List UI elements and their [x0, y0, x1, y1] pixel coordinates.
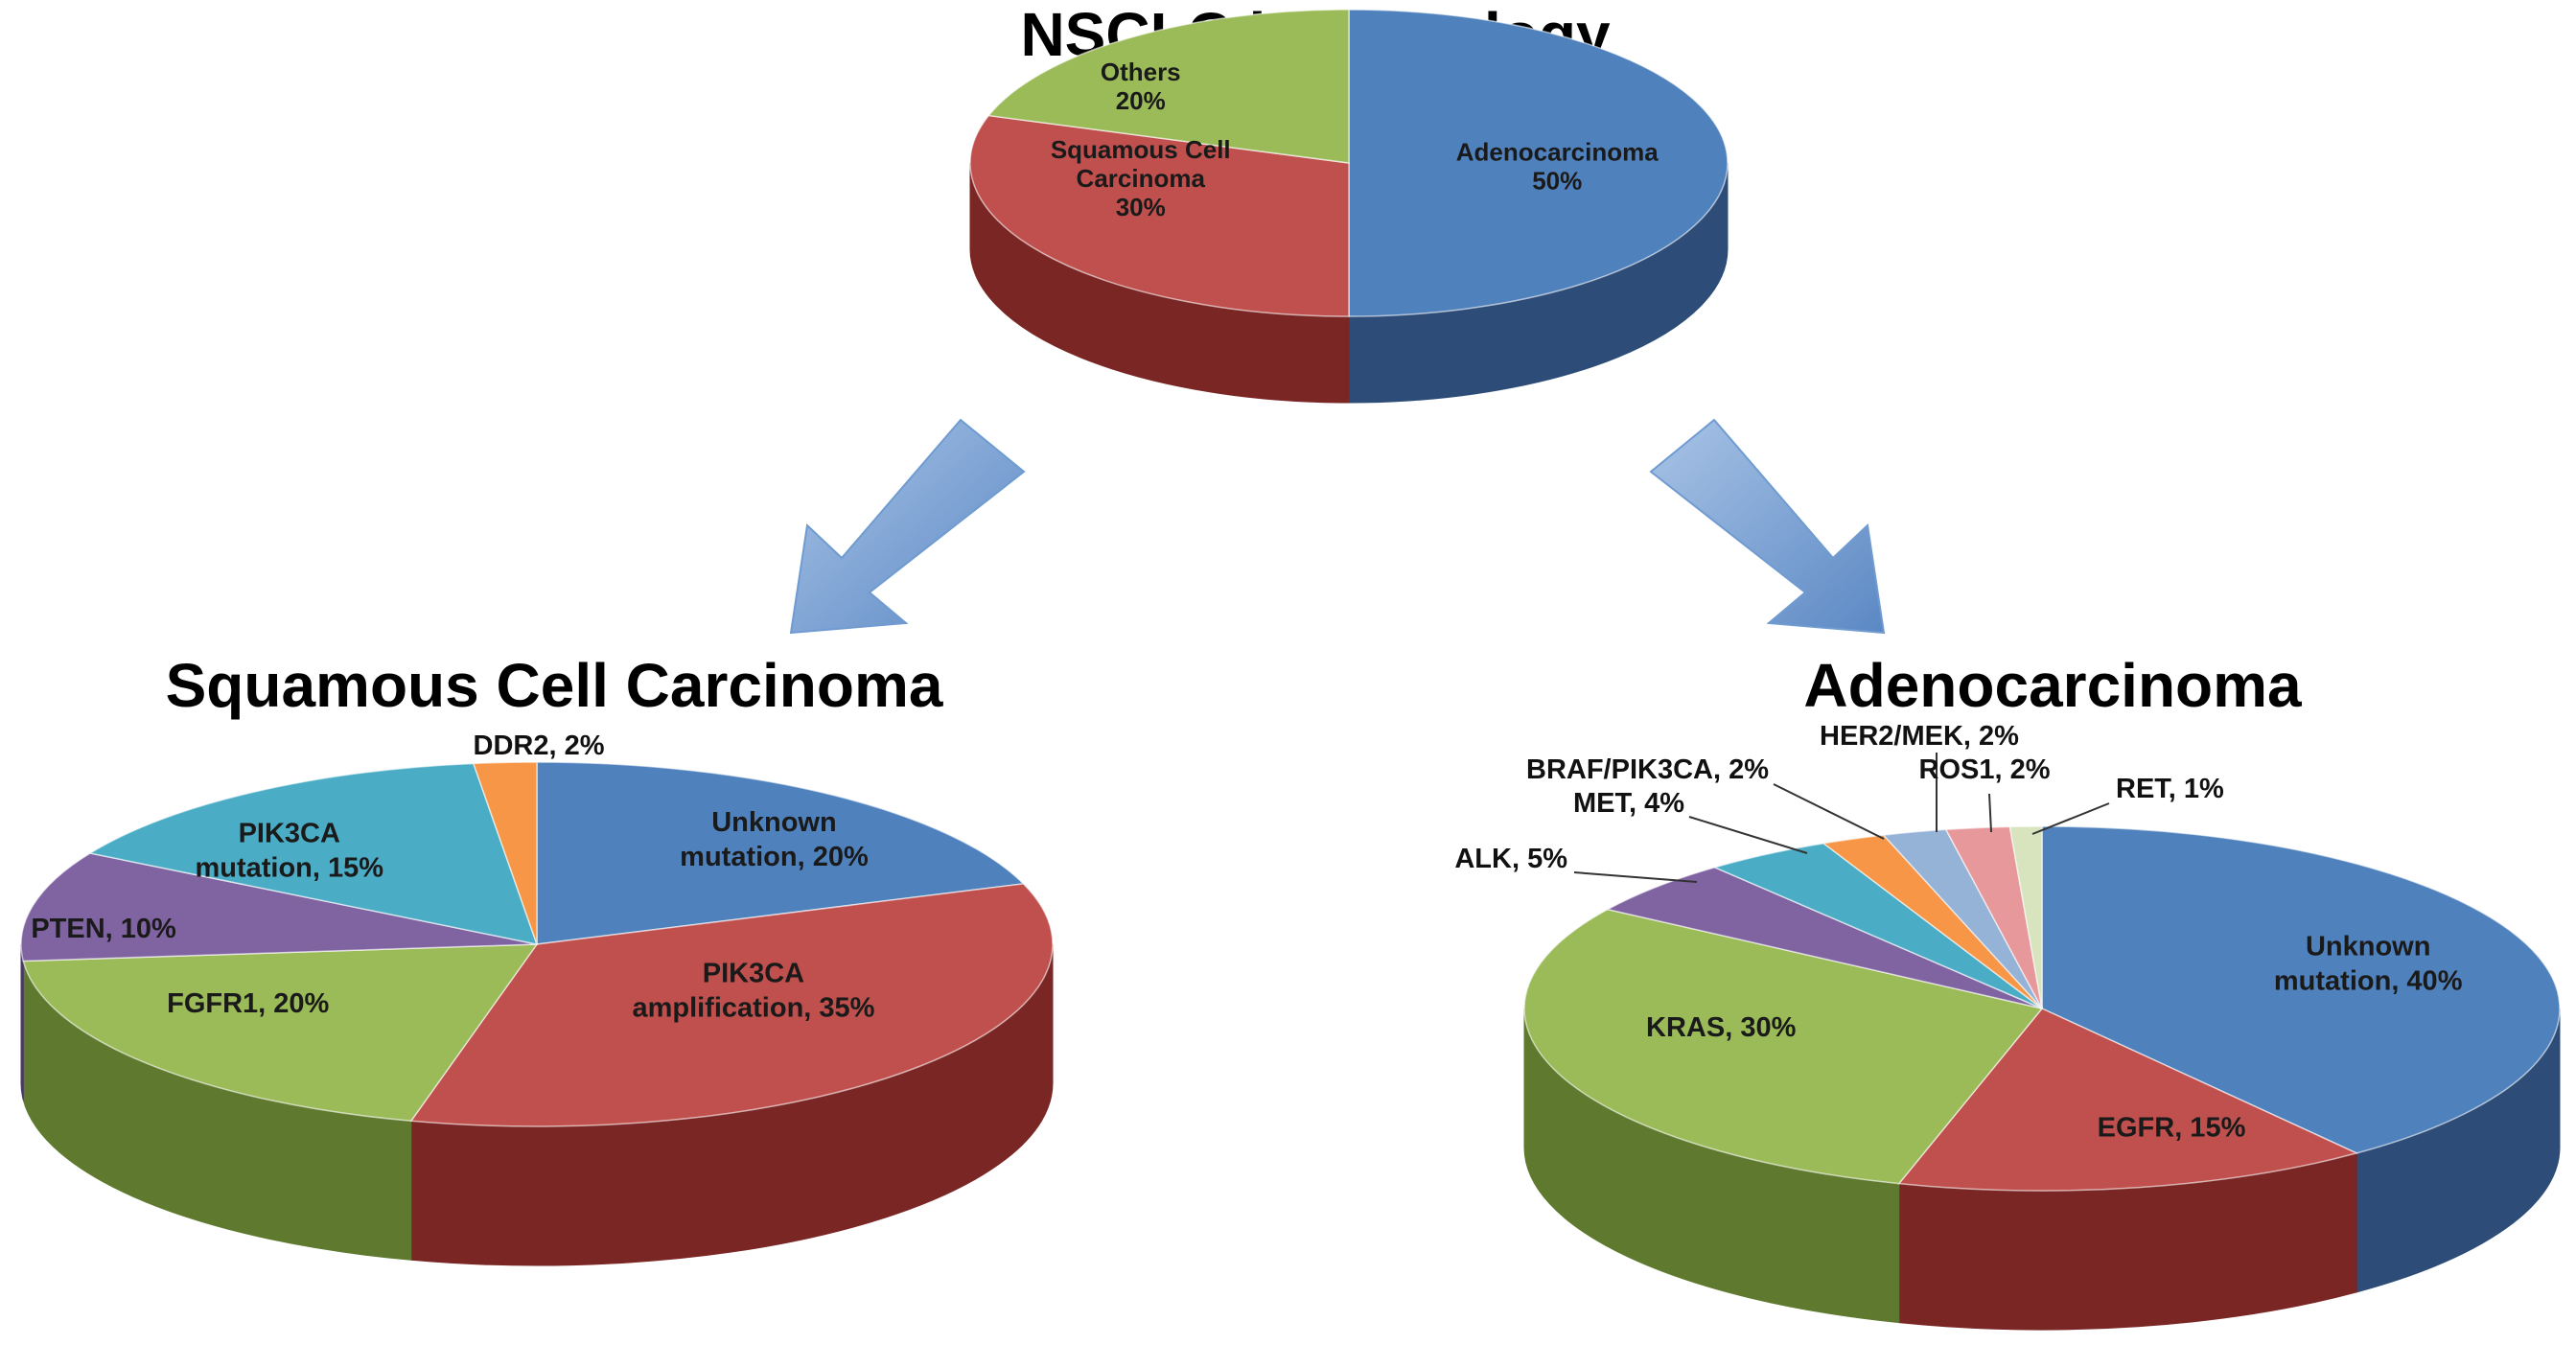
callout-label: MET, 4% — [1573, 788, 1684, 819]
pie-slice-alk-5 — [1605, 866, 2043, 1009]
slice-label: 50% — [1532, 166, 1582, 195]
callout-label: ALK, 5% — [1454, 844, 1567, 874]
slice-label: mutation, 20% — [680, 842, 869, 872]
slice-label: mutation, 40% — [2274, 966, 2463, 997]
pie-top — [20, 761, 1054, 1127]
callout-label: BRAF/PIK3CA, 2% — [1526, 754, 1769, 785]
pie-side-walls — [1523, 1008, 2561, 1331]
slice-label: EGFR, 15% — [2098, 1113, 2246, 1144]
pie-labels: Unknown mutation, 20% PIK3CA amplification,… — [31, 730, 874, 1024]
callout-label: HER2/MEK, 2% — [1820, 721, 2019, 752]
pie-adeno: Unknown mutation, 40% EGFR, 15% KRAS, 30% AL… — [1454, 721, 2561, 1331]
chart-title-squamous: Squamous Cell Carcinoma — [166, 651, 943, 720]
pie-side-pten-10 — [20, 943, 24, 1101]
arrow-right — [1649, 418, 1886, 635]
pie-slice-squamous-cell-carcinoma-30 — [969, 114, 1350, 317]
callout-leader-line — [1573, 871, 1698, 883]
pie-slice-ret-1 — [2008, 825, 2043, 1009]
slice-label: Squamous Cell — [1051, 135, 1231, 164]
pie-labels: Unknown mutation, 40% EGFR, 15% KRAS, 30% AL… — [1454, 721, 2462, 1144]
pie-slice-kras-30 — [1523, 908, 2044, 1185]
slice-label: PIK3CA — [239, 818, 340, 848]
slice-label: PTEN, 10% — [31, 914, 176, 944]
pie-slice-adenocarcinoma-50 — [1348, 9, 1729, 317]
slice-label: 30% — [1116, 193, 1166, 221]
slice-label: amplification, 35% — [632, 993, 874, 1024]
callout-leader-line — [1688, 816, 1808, 854]
slice-label: FGFR1, 20% — [167, 988, 329, 1019]
slice-label: Carcinoma — [1077, 164, 1206, 193]
callout-label: DDR2, 2% — [474, 730, 605, 761]
callout-label: RET, 1% — [2116, 774, 2224, 804]
pie-slice-fgfr1-20 — [22, 943, 539, 1123]
callout-leader-line — [1773, 783, 1885, 840]
pie-top — [969, 9, 1729, 317]
pie-top — [1523, 825, 2561, 1192]
slice-label: Adenocarcinoma — [1456, 137, 1659, 166]
arrow-left — [789, 418, 1026, 635]
slice-label: mutation, 15% — [195, 852, 383, 883]
chart-title-adeno: Adenocarcinoma — [1803, 651, 2302, 720]
slice-label: KRAS, 30% — [1646, 1012, 1797, 1043]
slice-label: 20% — [1116, 86, 1166, 115]
pie-slice-pten-10 — [20, 852, 538, 962]
pie-slice-ddr2-2 — [472, 761, 538, 945]
pie-slice-pik3ca-amplification-35 — [409, 883, 1054, 1127]
callout-leader-line — [1988, 793, 1992, 833]
slice-label: Others — [1101, 58, 1181, 86]
pie-slice-others-20 — [986, 9, 1350, 164]
callout-leader-line — [2031, 802, 2110, 835]
pie-slice-pik3ca-mutation-15 — [88, 762, 539, 945]
block-arrow — [1649, 418, 1886, 635]
callout-label: ROS1, 2% — [1919, 754, 2051, 785]
pie-squamous: Unknown mutation, 20% PIK3CA amplification,… — [20, 730, 1054, 1266]
block-arrow — [789, 418, 1026, 635]
slice-label: Unknown — [2306, 932, 2431, 962]
slice-label: Unknown — [711, 807, 837, 838]
pie-slice-egfr-15 — [1897, 1008, 2359, 1192]
pie-slice-unknown-mutation-40 — [2041, 825, 2561, 1154]
slice-label: PIK3CA — [703, 959, 804, 989]
